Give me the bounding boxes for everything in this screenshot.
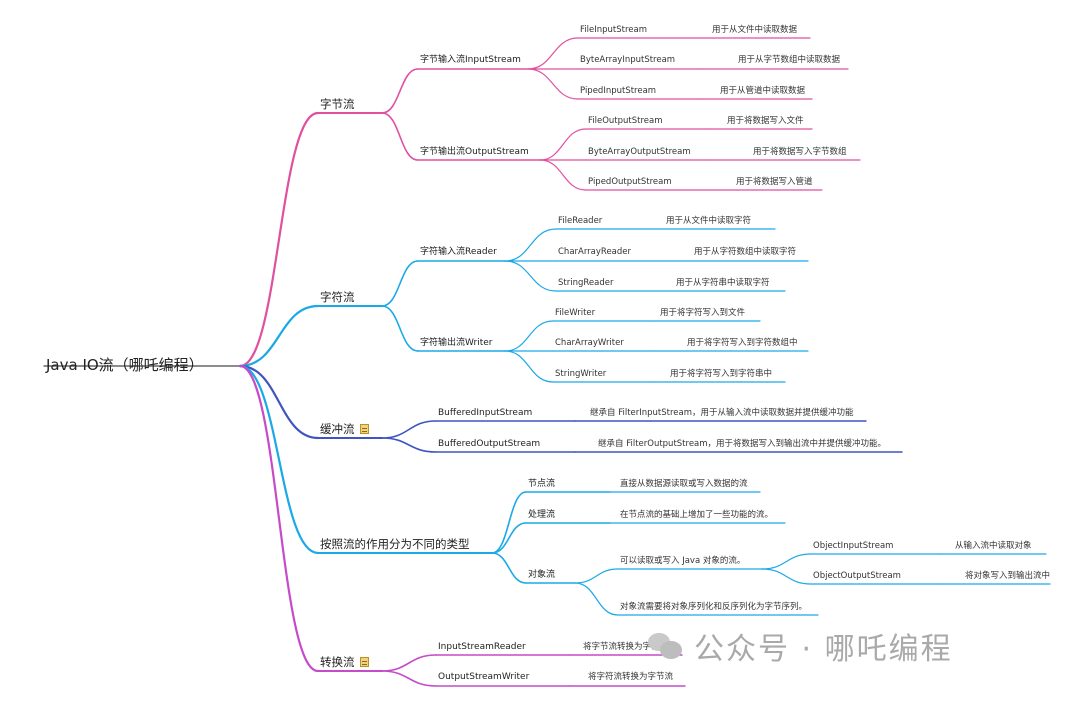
connector-52 xyxy=(504,350,554,383)
connector-11 xyxy=(381,68,419,114)
node-objectoutputstream[interactable]: ObjectOutputStream xyxy=(813,571,901,581)
connector-70 xyxy=(574,582,619,616)
connector-4 xyxy=(238,364,320,555)
desc-objectoutputstream: 将对象写入到输出流中 xyxy=(965,571,1051,581)
connector-46 xyxy=(504,320,554,352)
desc-fileoutputstream: 用于将数据写入文件 xyxy=(727,116,804,126)
connector-33 xyxy=(381,260,419,307)
connector-62 xyxy=(491,522,527,554)
node-inputstreamreader[interactable]: InputStreamReader xyxy=(438,642,526,652)
node-object-stream-note[interactable]: 对象流需要将对象序列化和反序列化为字节序列。 xyxy=(620,602,808,612)
node-char-reader[interactable]: 字符输入流Reader xyxy=(420,247,497,257)
node-node-stream[interactable]: 节点流 xyxy=(528,479,556,489)
desc-objectinputstream: 从输入流中读取对象 xyxy=(955,541,1032,551)
node-bufferedoutputstream[interactable]: BufferedOutputStream xyxy=(438,439,541,449)
wechat-icon xyxy=(648,631,684,661)
desc-filewriter: 用于将字符写入到文件 xyxy=(660,308,746,318)
connector-34 xyxy=(381,305,419,352)
connector-30 xyxy=(539,159,587,191)
node-char-writer[interactable]: 字符输出流Writer xyxy=(420,338,493,348)
branch-buffered-stream[interactable]: 缓冲流 xyxy=(320,421,369,437)
connector-61 xyxy=(491,491,527,554)
branch-conversion-label: 转换流 xyxy=(320,655,355,669)
connector-3 xyxy=(238,364,320,440)
connector-15 xyxy=(527,37,579,70)
root-node[interactable]: Java IO流（哪吒编程） xyxy=(46,356,204,374)
node-object-stream-def[interactable]: 可以读取或写入 Java 对象的流。 xyxy=(620,556,746,566)
desc-bytearrayinputstream: 用于从字节数组中读取数据 xyxy=(738,55,841,65)
connector-73 xyxy=(761,553,812,570)
node-objectinputstream[interactable]: ObjectInputStream xyxy=(813,541,894,551)
node-bufferedinputstream[interactable]: BufferedInputStream xyxy=(438,408,533,418)
branch-byte-stream[interactable]: 字节流 xyxy=(320,97,355,111)
connector-79 xyxy=(381,654,437,672)
node-processing-stream[interactable]: 处理流 xyxy=(528,510,556,520)
desc-bytearrayoutputstream: 用于将数据写入字节数组 xyxy=(753,147,847,157)
node-bytearrayinputstream[interactable]: ByteArrayInputStream xyxy=(580,55,676,65)
connector-76 xyxy=(761,568,812,585)
connector-69 xyxy=(574,568,619,584)
desc-node-stream: 直接从数据源读取或写入数据的流 xyxy=(620,479,748,489)
connector-80 xyxy=(381,670,437,687)
node-fileoutputstream[interactable]: FileOutputStream xyxy=(588,116,663,126)
desc-bufferedoutputstream: 继承自 FilterOutputStream，用于将数据写入到输出流中并提供缓冲… xyxy=(598,439,887,449)
desc-pipedoutputstream: 用于将数据写入管道 xyxy=(736,177,813,187)
connector-24 xyxy=(539,128,587,161)
node-filereader[interactable]: FileReader xyxy=(558,216,603,226)
connector-56 xyxy=(381,437,437,453)
connector-21 xyxy=(527,68,579,100)
connector-37 xyxy=(504,228,557,262)
node-byte-output-stream[interactable]: 字节输出流OutputStream xyxy=(420,147,529,157)
node-object-stream[interactable]: 对象流 xyxy=(528,570,556,580)
watermark: 公众号 · 哪吒编程 xyxy=(648,624,953,668)
node-pipedoutputstream[interactable]: PipedOutputStream xyxy=(588,177,672,187)
node-bytearrayoutputstream[interactable]: ByteArrayOutputStream xyxy=(588,147,691,157)
node-chararrayreader[interactable]: CharArrayReader xyxy=(558,247,632,257)
branch-char-stream[interactable]: 字符流 xyxy=(320,290,355,304)
node-pipedinputstream[interactable]: PipedInputStream xyxy=(580,86,657,96)
node-outputstreamwriter[interactable]: OutputStreamWriter xyxy=(438,672,530,682)
node-filewriter[interactable]: FileWriter xyxy=(555,308,596,318)
note-icon[interactable] xyxy=(359,424,369,434)
desc-stringreader: 用于从字符串中读取字符 xyxy=(676,278,770,288)
desc-chararraywriter: 用于将字符写入到字符数组中 xyxy=(687,338,798,348)
node-fileinputstream[interactable]: FileInputStream xyxy=(580,25,647,35)
connector-1 xyxy=(238,111,320,368)
connector-55 xyxy=(381,420,437,439)
desc-stringwriter: 用于将字符写入到字符串中 xyxy=(670,369,773,379)
desc-chararrayreader: 用于从字符数组中读取字符 xyxy=(694,247,797,257)
connector-5 xyxy=(238,364,320,673)
watermark-text: 公众号 · 哪吒编程 xyxy=(694,632,953,667)
desc-fileinputstream: 用于从文件中读取数据 xyxy=(712,25,798,35)
branch-stream-types[interactable]: 按照流的作用分为不同的类型 xyxy=(320,537,470,551)
connector-63 xyxy=(491,552,527,584)
connector-43 xyxy=(504,260,557,292)
desc-bufferedinputstream: 继承自 FilterInputStream，用于从输入流中读取数据并提供缓冲功能 xyxy=(590,408,854,418)
desc-filereader: 用于从文件中读取字符 xyxy=(666,216,752,226)
connector-2 xyxy=(238,304,320,368)
desc-pipedinputstream: 用于从管道中读取数据 xyxy=(720,86,806,96)
branch-buffered-label: 缓冲流 xyxy=(320,422,355,436)
node-byte-input-stream[interactable]: 字节输入流InputStream xyxy=(420,55,521,65)
branch-conversion-stream[interactable]: 转换流 xyxy=(320,654,369,670)
node-stringwriter[interactable]: StringWriter xyxy=(555,369,607,379)
connector-12 xyxy=(381,112,419,161)
desc-outputstreamwriter: 将字符流转换为字节流 xyxy=(588,672,674,682)
desc-inputstreamreader: 将字节流转换为字符流 xyxy=(583,642,669,652)
desc-processing-stream: 在节点流的基础上增加了一些功能的流。 xyxy=(620,510,774,520)
node-chararraywriter[interactable]: CharArrayWriter xyxy=(555,338,624,348)
note-icon[interactable] xyxy=(359,657,369,667)
node-stringreader[interactable]: StringReader xyxy=(558,278,614,288)
